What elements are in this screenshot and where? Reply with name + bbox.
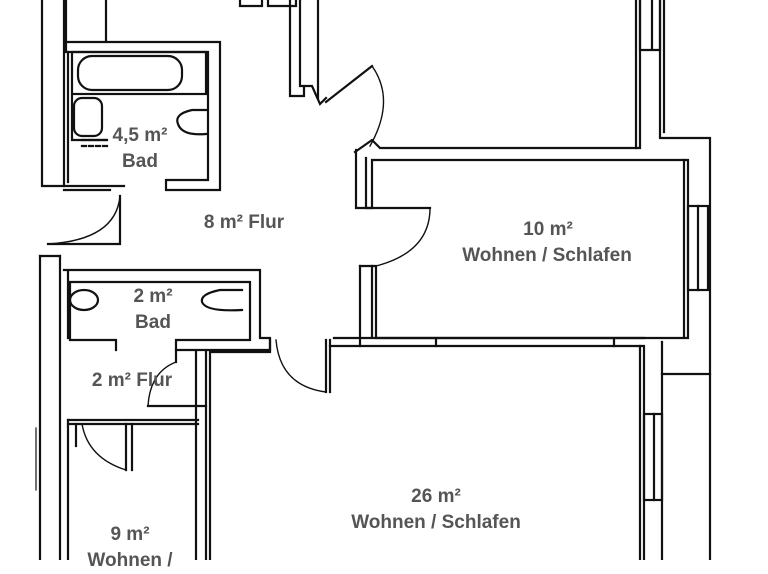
label-bad-large-area: 4,5 m² [112,125,168,146]
label-flur-main: 8 m² Flur [203,212,285,233]
label-wohnen-10-area: 10 m² [523,219,573,240]
label-wohnen-10-name: Wohnen / Schlafen [462,245,632,266]
sink-large [80,138,112,148]
room-10-walls [354,148,710,348]
label-wohnen-26-name: Wohnen / Schlafen [351,512,521,533]
toilet-large [70,94,208,142]
sink-small [68,288,100,312]
label-bad-large-name: Bad [122,151,158,172]
door-small-hall [35,348,208,560]
floor-plan [35,0,712,560]
bathroom-small-walls [38,254,272,560]
upper-walls [238,0,712,560]
label-wohnen-9-name: Wohnen / [87,550,173,571]
bathtub [70,50,208,96]
label-flur-small: 2 m² Flur [91,370,173,391]
toilet-small [200,288,244,312]
label-wohnen-26-area: 26 m² [411,486,461,507]
label-wohnen-9-area: 9 m² [110,524,150,545]
room-26-walls [194,336,712,560]
door-bathroom-large [46,194,122,246]
label-bad-small-name: Bad [135,312,171,333]
label-bad-small-area: 2 m² [133,286,173,307]
